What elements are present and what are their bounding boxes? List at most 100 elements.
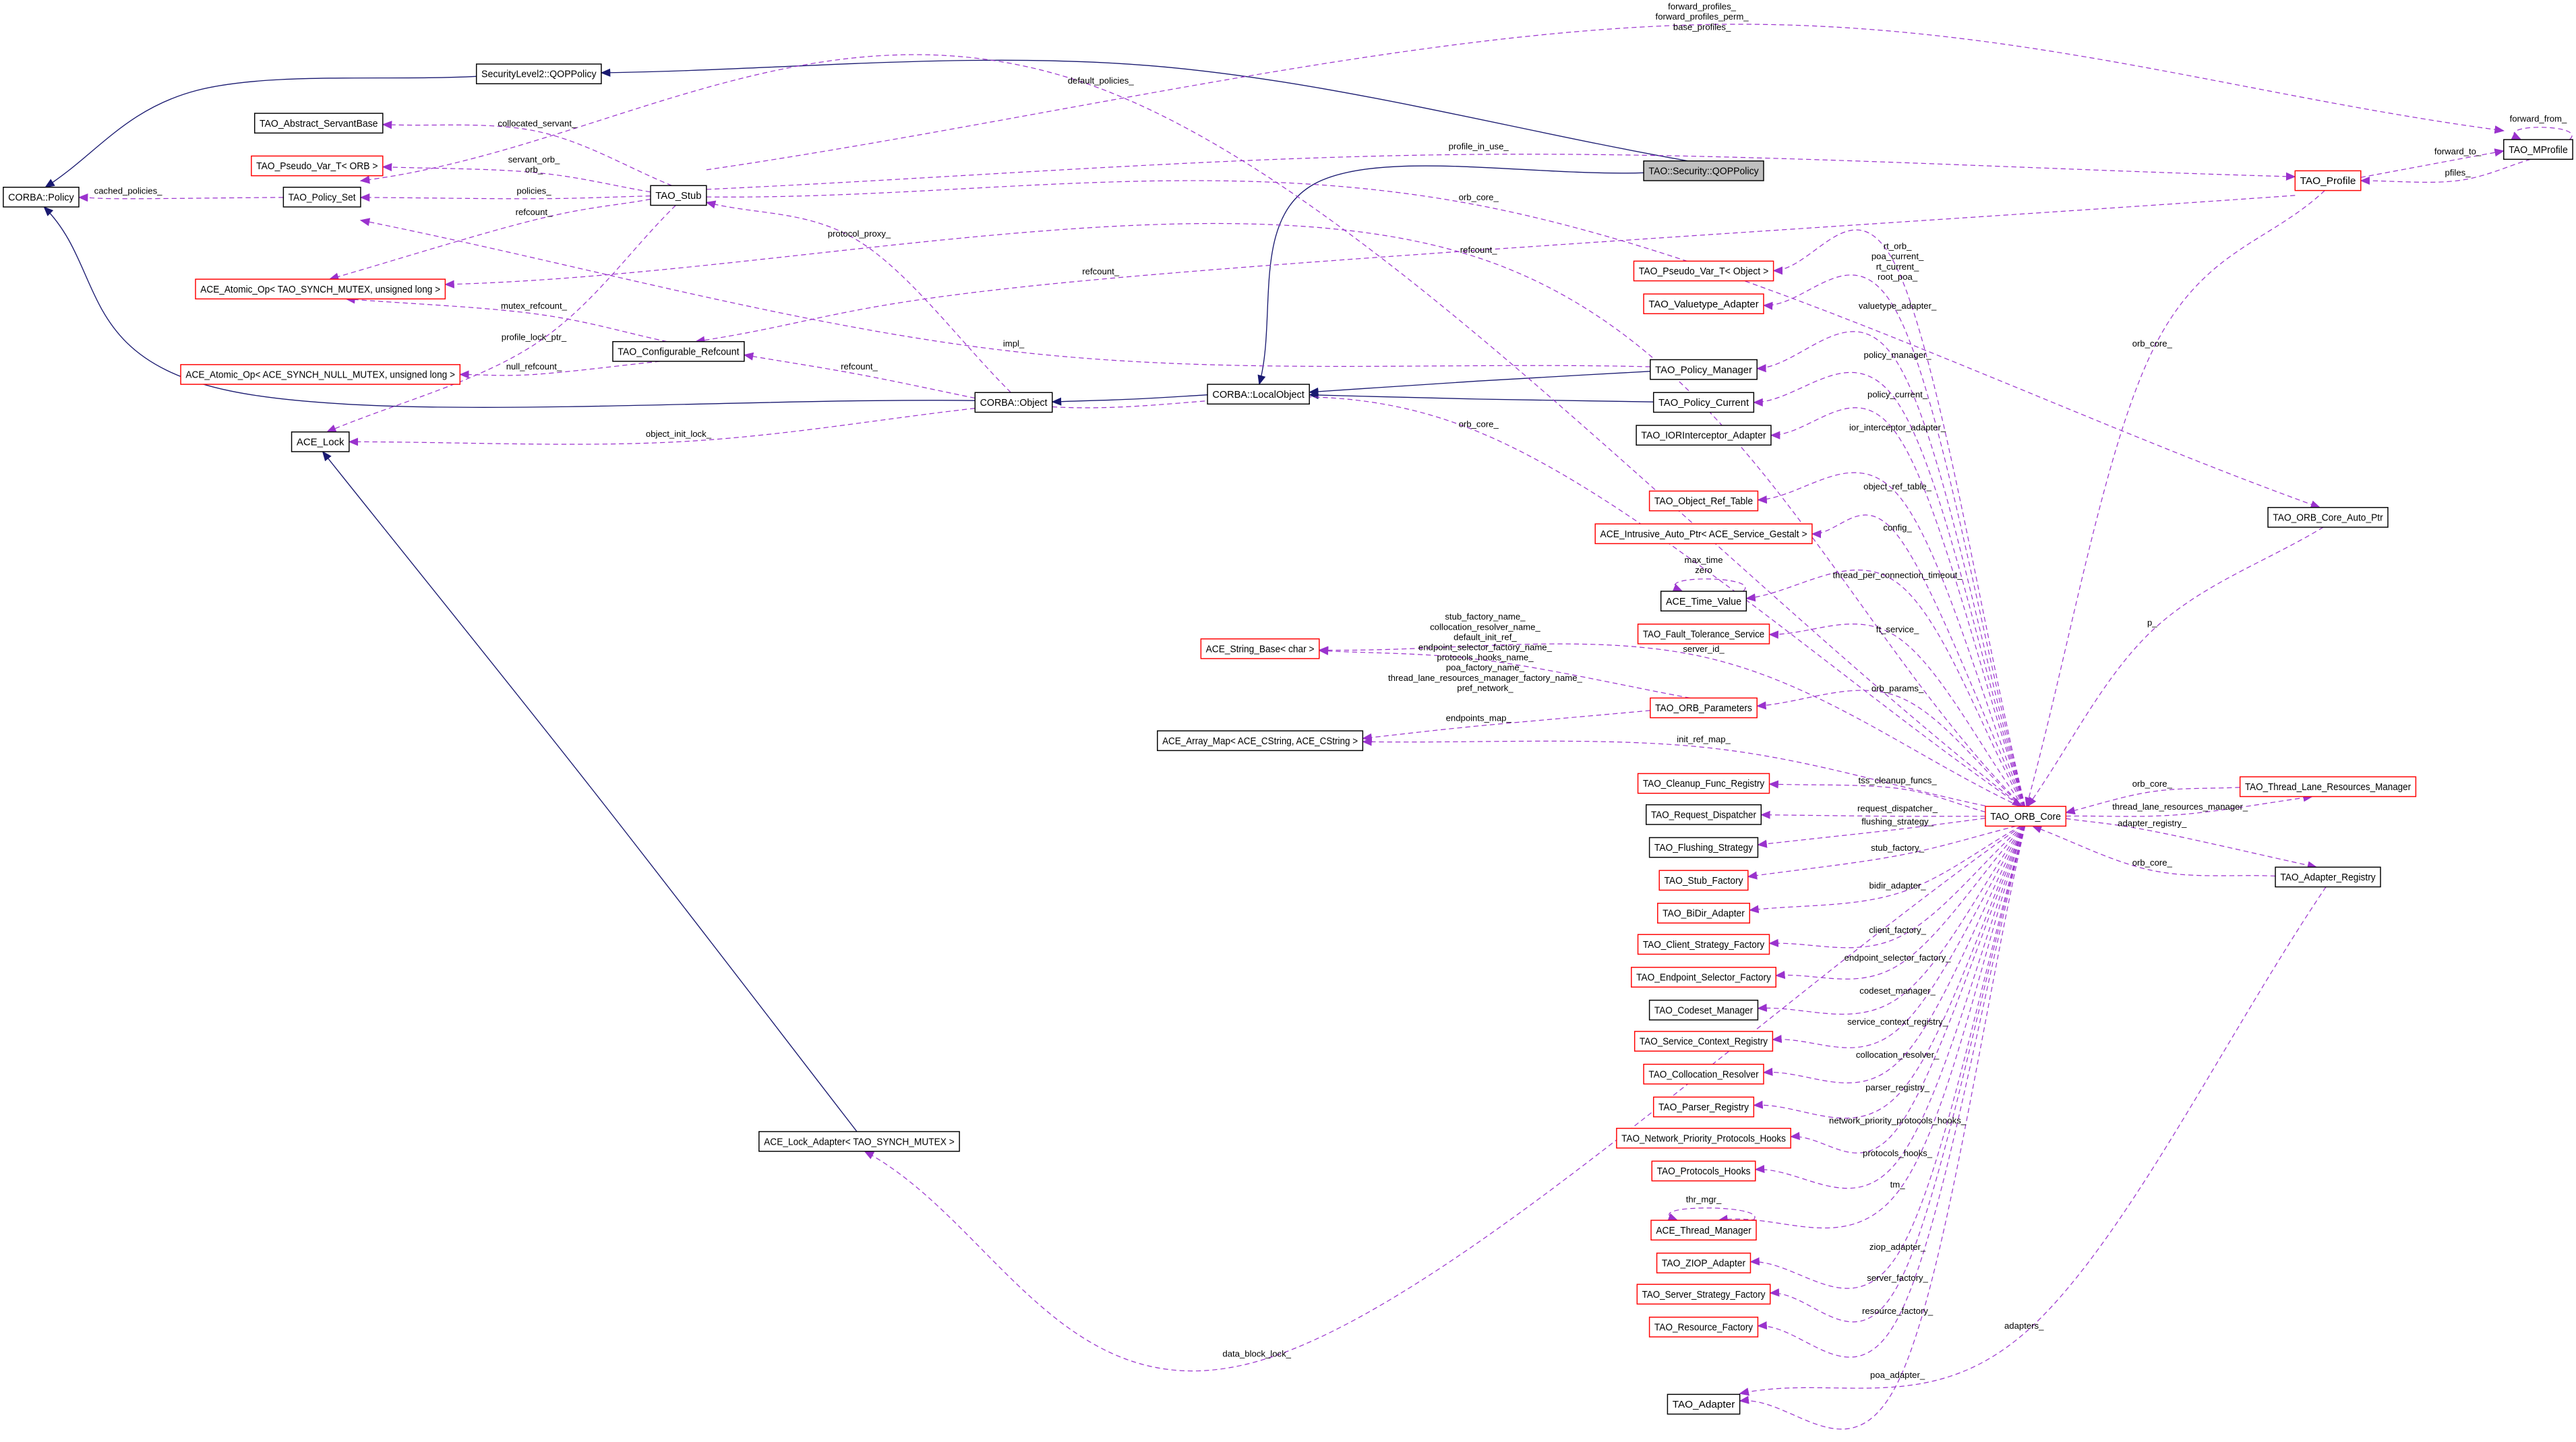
class-node-tao-iorinterceptor-adapter[interactable]: TAO_IORInterceptor_Adapter [1636, 425, 1772, 446]
class-node-tao-object-ref-table[interactable]: TAO_Object_Ref_Table [1648, 490, 1759, 512]
class-node-box [291, 431, 350, 452]
edge-label: data_block_lock_ [1222, 1348, 1291, 1358]
member-edge-tao-orb-core-to-ace-intrusive-auto-ptr-ace-service-gestalt [1811, 514, 2025, 807]
class-node-ace-atomic-op-ace-synch-null-mutex-unsigned-long[interactable]: ACE_Atomic_Op< ACE_SYNCH_NULL_MUTEX, uns… [180, 364, 461, 385]
class-node-label: TAO_Parser_Registry [1658, 1102, 1749, 1113]
edge-label: orb_core_ [2132, 779, 2173, 789]
class-node-box [1651, 1160, 1756, 1182]
class-node-box [1637, 934, 1770, 955]
class-node-box [1648, 837, 1759, 858]
edge-label: thr_mgr_ [1686, 1194, 1722, 1204]
class-node-tao-protocols-hooks[interactable]: TAO_Protocols_Hooks [1651, 1160, 1756, 1182]
class-node-ace-lock-adapter-tao-synch-mutex[interactable]: ACE_Lock_Adapter< TAO_SYNCH_MUTEX > [758, 1131, 960, 1152]
class-node-ace-array-map-ace-cstring-ace-cstring[interactable]: ACE_Array_Map< ACE_CString, ACE_CString … [1157, 730, 1364, 752]
class-node-label: TAO_Flushing_Strategy [1654, 843, 1754, 853]
member-edge-tao-orb-core-to-tao-cleanup-func-registry [1768, 780, 1986, 813]
edge-label: server_id_ [1683, 644, 1725, 654]
class-node-tao-stub-factory[interactable]: TAO_Stub_Factory [1658, 870, 1749, 891]
class-node-tao-thread-lane-resources-manager[interactable]: TAO_Thread_Lane_Resources_Manager [2239, 776, 2417, 798]
class-node-tao-network-priority-protocols-hooks[interactable]: TAO_Network_Priority_Protocols_Hooks [1616, 1127, 1791, 1149]
edge-label: network_priority_protocols_hooks_ [1829, 1115, 1967, 1125]
class-node-tao-profile[interactable]: TAO_Profile [2294, 170, 2362, 191]
class-node-tao-service-context-registry[interactable]: TAO_Service_Context_Registry [1634, 1031, 1774, 1052]
class-node-tao-orb-parameters[interactable]: TAO_ORB_Parameters [1650, 697, 1758, 719]
class-node-ace-lock[interactable]: ACE_Lock [291, 431, 350, 452]
edge-label: orb_core_ [2132, 858, 2173, 868]
class-node-tao-policy-set[interactable]: TAO_Policy_Set [282, 186, 361, 208]
edge-label: rt_current_ [1876, 262, 1919, 272]
class-node-tao-parser-registry[interactable]: TAO_Parser_Registry [1652, 1096, 1755, 1118]
class-node-tao-orb-core[interactable]: TAO_ORB_Core [1985, 806, 2067, 827]
class-node-ace-intrusive-auto-ptr-ace-service-gestalt[interactable]: ACE_Intrusive_Auto_Ptr< ACE_Service_Gest… [1594, 523, 1813, 545]
class-node-box [1652, 392, 1755, 413]
edge-label: stub_factory_name_ [1445, 611, 1526, 622]
class-node-tao-flushing-strategy[interactable]: TAO_Flushing_Strategy [1648, 837, 1759, 858]
member-edge-tao-orb-parameters-to-ace-array-map-ace-cstring-ace-cstring [1362, 710, 1650, 742]
class-node-label: TAO_BiDir_Adapter [1663, 909, 1745, 920]
class-node-tao-pseudo-var-t-object[interactable]: TAO_Pseudo_Var_T< Object > [1633, 260, 1774, 282]
class-node-label: TAO_Collocation_Resolver [1648, 1069, 1758, 1080]
class-node-box [1637, 624, 1770, 644]
class-node-tao-orb-core-auto-ptr[interactable]: TAO_ORB_Core_Auto_Ptr [2267, 507, 2389, 528]
class-node-label: TAO_Resource_Factory [1654, 1323, 1754, 1333]
class-node-tao-pseudo-var-t-orb[interactable]: TAO_Pseudo_Var_T< ORB > [251, 155, 384, 177]
class-node-label: ACE_Lock [297, 437, 345, 448]
inheritance-edge-tao-security-qoppolicy-to-corba-localobject [1257, 165, 1644, 386]
class-node-tao-client-strategy-factory[interactable]: TAO_Client_Strategy_Factory [1637, 934, 1770, 955]
edge-label: collocation_resolver_ [1856, 1050, 1940, 1060]
edges-layer [43, 24, 2573, 1430]
member-edge-tao-stub-to-ace-atomic-op-tao-synch-mutex-unsigned-long [328, 198, 651, 281]
member-edge-tao-orb-core-to-tao-collocation-resolver [1762, 826, 2025, 1083]
class-node-tao-policy-current[interactable]: TAO_Policy_Current [1652, 392, 1755, 413]
class-node-tao-adapter-registry[interactable]: TAO_Adapter_Registry [2275, 866, 2381, 888]
class-node-tao-resource-factory[interactable]: TAO_Resource_Factory [1648, 1317, 1759, 1338]
edge-label: max_time [1685, 555, 1723, 565]
member-edge-tao-adapter-registry-to-tao-orb-core [2031, 825, 2276, 877]
edge-label: ft_service_ [1876, 624, 1919, 634]
class-node-label: CORBA::Policy [8, 192, 74, 203]
class-node-label: ACE_Thread_Manager [1656, 1226, 1751, 1236]
class-node-tao-valuetype-adapter[interactable]: TAO_Valuetype_Adapter [1643, 293, 1764, 315]
class-node-label: TAO_IORInterceptor_Adapter [1641, 431, 1766, 442]
member-edge-tao-orb-core-to-tao-policy-set [359, 54, 2023, 807]
class-node-tao-ziop-adapter[interactable]: TAO_ZIOP_Adapter [1656, 1253, 1751, 1273]
class-node-corba-localobject[interactable]: CORBA::LocalObject [1207, 384, 1310, 405]
class-node-tao-request-dispatcher[interactable]: TAO_Request_Dispatcher [1646, 804, 1762, 825]
class-node-ace-atomic-op-tao-synch-mutex-unsigned-long[interactable]: ACE_Atomic_Op< TAO_SYNCH_MUTEX, unsigned… [195, 278, 446, 300]
edge-label: protocols_hooks_name_ [1437, 653, 1534, 663]
class-node-box [1648, 490, 1759, 512]
class-node-box [612, 341, 745, 362]
member-edge-tao-orb-core-to-tao-pseudo-var-t-object [1772, 229, 2026, 807]
class-node-tao-endpoint-selector-factory[interactable]: TAO_Endpoint_Selector_Factory [1631, 967, 1776, 988]
class-node-corba-policy[interactable]: CORBA::Policy [3, 186, 80, 208]
class-node-label: TAO::Security::QOPPolicy [1648, 166, 1759, 177]
class-node-tao-policy-manager[interactable]: TAO_Policy_Manager [1650, 359, 1758, 380]
class-node-box [1636, 425, 1772, 446]
member-edge-corba-object-to-tao-stub [705, 200, 1011, 393]
class-node-tao-bidir-adapter[interactable]: TAO_BiDir_Adapter [1657, 903, 1750, 924]
class-node-ace-time-value[interactable]: ACE_Time_Value [1660, 591, 1747, 612]
class-node-tao-cleanup-func-registry[interactable]: TAO_Cleanup_Func_Registry [1637, 773, 1770, 794]
class-node-tao-collocation-resolver[interactable]: TAO_Collocation_Resolver [1643, 1063, 1764, 1085]
edge-label: zero [1695, 565, 1712, 575]
class-node-label: TAO_Service_Context_Registry [1640, 1037, 1768, 1048]
class-node-tao-server-strategy-factory[interactable]: TAO_Server_Strategy_Factory [1636, 1284, 1771, 1305]
class-node-tao-codeset-manager[interactable]: TAO_Codeset_Manager [1648, 999, 1759, 1021]
class-node-ace-string-base-char[interactable]: ACE_String_Base< char > [1200, 638, 1320, 659]
class-node-tao-configurable-refcount[interactable]: TAO_Configurable_Refcount [612, 341, 745, 362]
class-node-label: TAO_Adapter [1673, 1400, 1735, 1410]
class-node-tao-mprofile[interactable]: TAO_MProfile [2503, 139, 2573, 160]
member-edge-tao-stub-to-tao-mprofile [706, 24, 2505, 171]
class-node-tao-adapter[interactable]: TAO_Adapter [1667, 1393, 1741, 1415]
class-node-box [1200, 638, 1320, 659]
class-node-securitylevel2-qoppolicy[interactable]: SecurityLevel2::QOPPolicy [475, 63, 602, 84]
member-edge-tao-configurable-refcount-to-ace-atomic-op-tao-synch-mutex-unsigned-long [345, 295, 667, 342]
edge-label: rt_orb_ [1884, 241, 1912, 251]
edge-label: cached_policies_ [94, 185, 163, 196]
class-node-tao-fault-tolerance-service[interactable]: TAO_Fault_Tolerance_Service [1637, 624, 1770, 644]
class-node-corba-object[interactable]: CORBA::Object [974, 392, 1053, 413]
class-node-tao-abstract-servantbase[interactable]: TAO_Abstract_ServantBase [253, 113, 384, 134]
class-node-tao-stub[interactable]: TAO_Stub [650, 185, 707, 206]
class-node-ace-thread-manager[interactable]: ACE_Thread_Manager [1650, 1220, 1757, 1241]
